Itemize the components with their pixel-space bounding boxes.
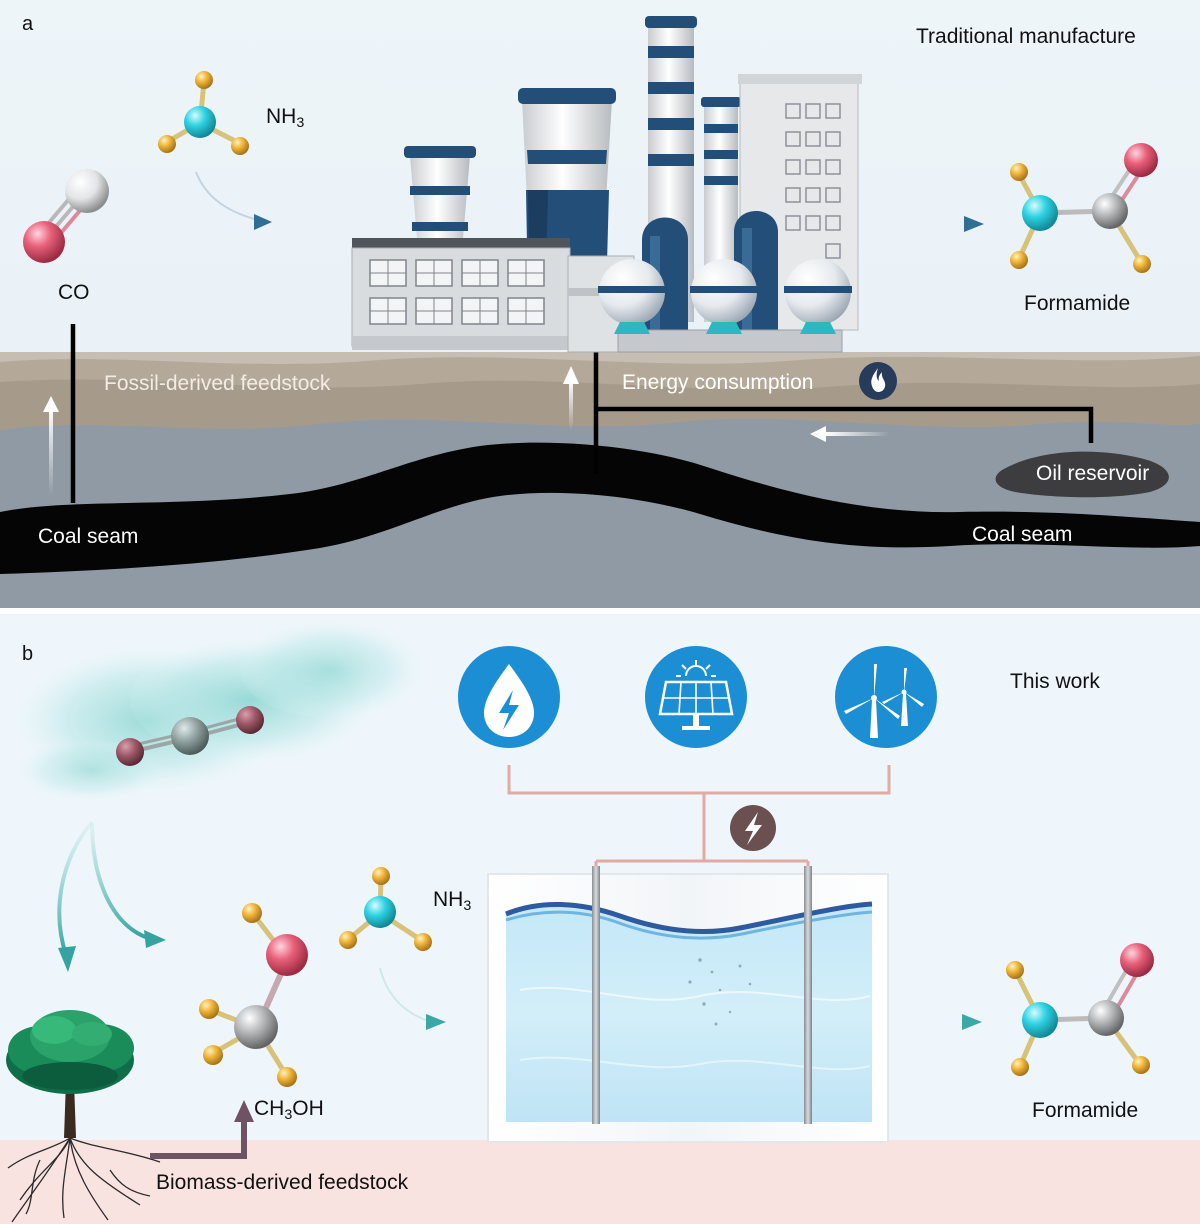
electrolysis-cell	[487, 866, 889, 1143]
energy-consumption-label: Energy consumption	[622, 371, 814, 394]
coal-seam-left-label: Coal seam	[38, 525, 139, 548]
fossil-feedstock-label: Fossil-derived feedstock	[104, 372, 331, 395]
formamide-molecule-a	[1010, 143, 1158, 273]
nh3-label-a: NH3	[266, 105, 305, 131]
coal-seam	[0, 442, 1200, 574]
lightning-icon	[730, 805, 776, 851]
flame-icon	[859, 362, 897, 400]
nh3-molecule-a	[158, 71, 249, 155]
formamide-label-a: Formamide	[1024, 292, 1131, 315]
tree-crown	[6, 1010, 134, 1094]
panel-divider	[0, 608, 1200, 614]
panel-a-label: a	[22, 13, 34, 35]
panel-a-arrows	[180, 171, 984, 232]
coal-seam-right-label: Coal seam	[972, 523, 1073, 546]
panel-a-title: Traditional manufacture	[916, 25, 1136, 48]
biomass-feedstock-label: Biomass-derived feedstock	[156, 1171, 409, 1194]
co-label: CO	[58, 281, 90, 304]
chimney-small	[404, 146, 476, 250]
panel-b-label: b	[22, 643, 34, 665]
methanol-molecule	[199, 903, 308, 1087]
white-arrows	[43, 366, 890, 496]
formamide-molecule-b	[1006, 943, 1154, 1076]
factory	[351, 16, 862, 353]
pipes	[70, 324, 1094, 503]
oil-reservoir-label: Oil reservoir	[1036, 462, 1150, 485]
formamide-label-b: Formamide	[1032, 1099, 1139, 1122]
warehouse	[351, 238, 571, 350]
nh3-molecule-b	[339, 867, 432, 951]
co-molecule	[23, 169, 109, 263]
panel-a	[0, 0, 1200, 610]
tree	[6, 1010, 161, 1223]
nh3-label-b: NH3	[433, 888, 472, 914]
wind-turbine-icon	[835, 646, 937, 748]
biomass-arrow	[150, 1100, 254, 1159]
spherical-tanks	[598, 259, 852, 353]
oil-reservoir	[995, 451, 1169, 498]
tree-roots	[7, 1137, 161, 1223]
methanol-label: CH3OH	[254, 1097, 324, 1123]
panel-b	[0, 614, 1200, 1224]
hydropower-icon	[458, 646, 560, 748]
electrode-right	[804, 866, 812, 1124]
solar-panel-icon	[645, 646, 747, 748]
electrode-left	[592, 866, 600, 1124]
teal-curved-arrows	[57, 820, 982, 1030]
panel-b-title: This work	[1010, 670, 1100, 693]
co2-molecule	[116, 706, 264, 766]
